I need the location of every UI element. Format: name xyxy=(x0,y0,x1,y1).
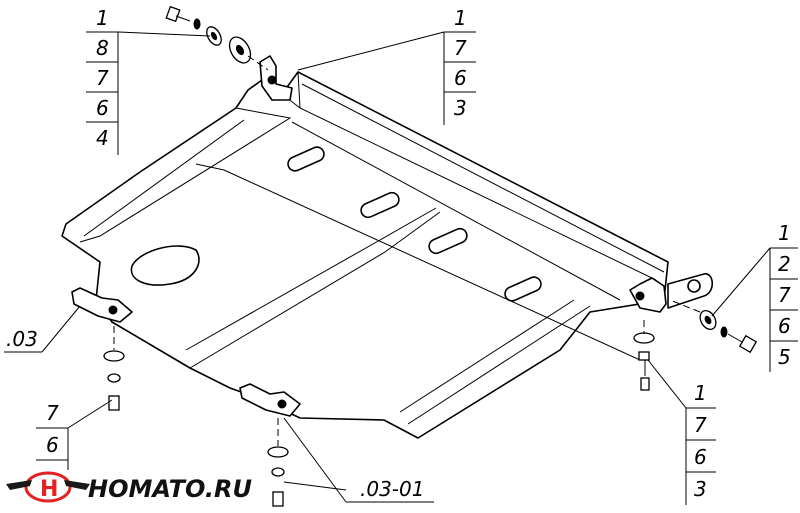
callout-label: 7 xyxy=(778,283,791,307)
part-label-bottom: .03-01 xyxy=(283,417,434,503)
callout-label: 6 xyxy=(694,445,707,469)
logo-wing-left xyxy=(6,480,32,490)
callout-bottom-left: 7 6 xyxy=(36,399,113,470)
bracket-left xyxy=(71,287,133,323)
callout-label: 4 xyxy=(96,126,109,150)
hardware-bottom-center xyxy=(267,418,289,507)
callout-label: 6 xyxy=(96,96,109,120)
drain-cutout xyxy=(130,245,200,286)
callout-label: 1 xyxy=(454,6,467,30)
part-label-left: .03 xyxy=(4,305,81,353)
part-label: .03 xyxy=(6,327,38,351)
callout-label: 7 xyxy=(96,66,109,90)
logo-emblem-letter: H xyxy=(40,477,58,502)
hardware-bottom-right xyxy=(633,320,655,391)
bracket-right xyxy=(629,277,667,313)
bracket-bottom xyxy=(239,383,301,417)
callout-label: 3 xyxy=(454,96,467,120)
callout-label: 7 xyxy=(46,401,59,425)
callout-label: 3 xyxy=(694,477,707,501)
callout-label: 1 xyxy=(694,381,707,405)
callout-label: 6 xyxy=(454,66,467,90)
logo-wing-right xyxy=(64,480,90,490)
callout-label: 2 xyxy=(778,252,791,276)
callout-label: 7 xyxy=(694,413,707,437)
hardware-right xyxy=(669,299,758,354)
callout-bottom-right: 1 7 6 3 xyxy=(647,359,716,505)
callout-top-left: 1 8 7 6 4 xyxy=(86,6,211,155)
hardware-top-left xyxy=(165,5,269,71)
vent-slots xyxy=(287,146,542,302)
callout-label: 6 xyxy=(778,314,791,338)
part-label: .03-01 xyxy=(360,477,424,501)
callout-label: 6 xyxy=(46,433,59,457)
logo-text: HOMATO.RU xyxy=(88,475,252,503)
homato-logo: H HOMATO.RU xyxy=(6,471,252,503)
callout-label: 1 xyxy=(778,221,791,245)
callout-label: 5 xyxy=(778,345,791,369)
callout-right: 1 2 7 6 5 xyxy=(711,221,798,372)
hardware-bottom-left xyxy=(103,326,125,411)
callout-label: 1 xyxy=(96,6,109,30)
callout-label: 8 xyxy=(96,36,109,60)
logo-emblem-ring xyxy=(24,471,72,503)
callout-label: 7 xyxy=(454,36,467,60)
skid-plate xyxy=(61,55,714,439)
callout-top-right: 1 7 6 3 xyxy=(297,6,476,125)
